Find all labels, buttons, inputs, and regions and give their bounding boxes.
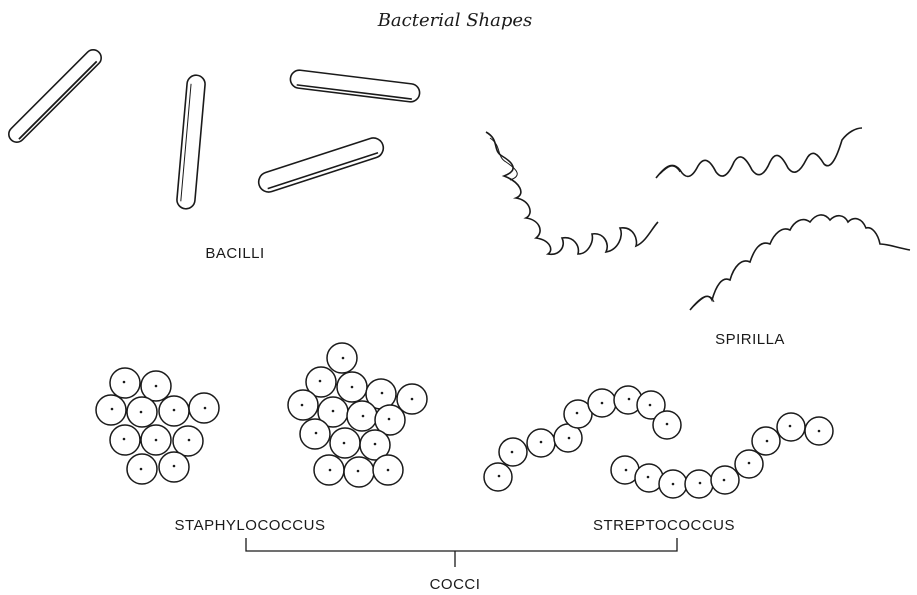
- coccus-nucleus-dot: [140, 411, 143, 414]
- coccus-nuclei: [111, 357, 821, 486]
- coccus-cell: [685, 470, 713, 498]
- staphylococcus-label: STAPHYLOCOCCUS: [175, 517, 326, 534]
- coccus-cell: [110, 368, 140, 398]
- coccus-nucleus-dot: [387, 469, 390, 472]
- streptococcus-label: STREPTOCOCCUS: [593, 517, 735, 534]
- coccus-nucleus-dot: [568, 437, 571, 440]
- bacilli-group: [6, 47, 421, 210]
- coccus-nucleus-dot: [625, 469, 628, 472]
- coccus-nucleus-dot: [601, 402, 604, 405]
- spirilla-group: [486, 128, 910, 310]
- coccus-nucleus-dot: [647, 476, 650, 479]
- coccus-nucleus-dot: [666, 423, 669, 426]
- coccus-cell: [484, 463, 512, 491]
- coccus-nucleus-dot: [173, 409, 176, 412]
- bacillus-rod: [176, 74, 206, 209]
- coccus-nucleus-dot: [540, 441, 543, 444]
- coccus-cell: [173, 426, 203, 456]
- spirilla-label: SPIRILLA: [715, 331, 785, 348]
- coccus-nucleus-dot: [748, 462, 751, 465]
- coccus-nucleus-dot: [342, 357, 345, 360]
- coccus-nucleus-dot: [381, 392, 384, 395]
- coccus-nucleus-dot: [388, 418, 391, 421]
- coccus-cell: [96, 395, 126, 425]
- coccus-nucleus-dot: [511, 451, 514, 454]
- spirillum-1: [486, 132, 658, 254]
- coccus-nucleus-dot: [173, 465, 176, 468]
- coccus-nucleus-dot: [155, 385, 158, 388]
- coccus-nucleus-dot: [301, 404, 304, 407]
- coccus-cell: [110, 425, 140, 455]
- spirillum-2: [656, 128, 862, 178]
- coccus-nucleus-dot: [332, 410, 335, 413]
- coccus-nucleus-dot: [818, 430, 821, 433]
- coccus-nucleus-dot: [204, 407, 207, 410]
- streptococcus-chain-right: [611, 413, 833, 498]
- spirillum-3: [690, 215, 910, 310]
- coccus-nucleus-dot: [188, 439, 191, 442]
- coccus-nucleus-dot: [123, 381, 126, 384]
- coccus-nucleus-dot: [123, 438, 126, 441]
- bacillus-rod: [6, 47, 105, 146]
- coccus-nucleus-dot: [111, 408, 114, 411]
- coccus-nucleus-dot: [576, 412, 579, 415]
- staphylococcus-cluster-right: [288, 343, 427, 487]
- coccus-nucleus-dot: [723, 479, 726, 482]
- coccus-nucleus-dot: [315, 432, 318, 435]
- coccus-cell: [777, 413, 805, 441]
- bacilli-label: BACILLI: [205, 245, 264, 262]
- coccus-nucleus-dot: [498, 475, 501, 478]
- cocci-label: COCCI: [430, 576, 481, 593]
- cocci-bracket: [246, 538, 677, 567]
- bacillus-rod: [289, 69, 420, 103]
- coccus-cell: [344, 457, 374, 487]
- coccus-nucleus-dot: [699, 482, 702, 485]
- coccus-cell: [300, 419, 330, 449]
- staphylococcus-cluster-left: [96, 368, 219, 484]
- coccus-nucleus-dot: [140, 468, 143, 471]
- coccus-nucleus-dot: [374, 443, 377, 446]
- coccus-nucleus-dot: [319, 380, 322, 383]
- coccus-nucleus-dot: [362, 415, 365, 418]
- coccus-nucleus-dot: [628, 398, 631, 401]
- coccus-nucleus-dot: [343, 442, 346, 445]
- coccus-nucleus-dot: [357, 470, 360, 473]
- coccus-nucleus-dot: [672, 483, 675, 486]
- coccus-nucleus-dot: [649, 404, 652, 407]
- coccus-nucleus-dot: [155, 439, 158, 442]
- diagram-title: Bacterial Shapes: [377, 10, 533, 31]
- coccus-nucleus-dot: [351, 386, 354, 389]
- bacillus-rod: [256, 135, 386, 194]
- coccus-nucleus-dot: [411, 398, 414, 401]
- coccus-nucleus-dot: [789, 425, 792, 428]
- coccus-nucleus-dot: [766, 440, 769, 443]
- coccus-nucleus-dot: [329, 469, 332, 472]
